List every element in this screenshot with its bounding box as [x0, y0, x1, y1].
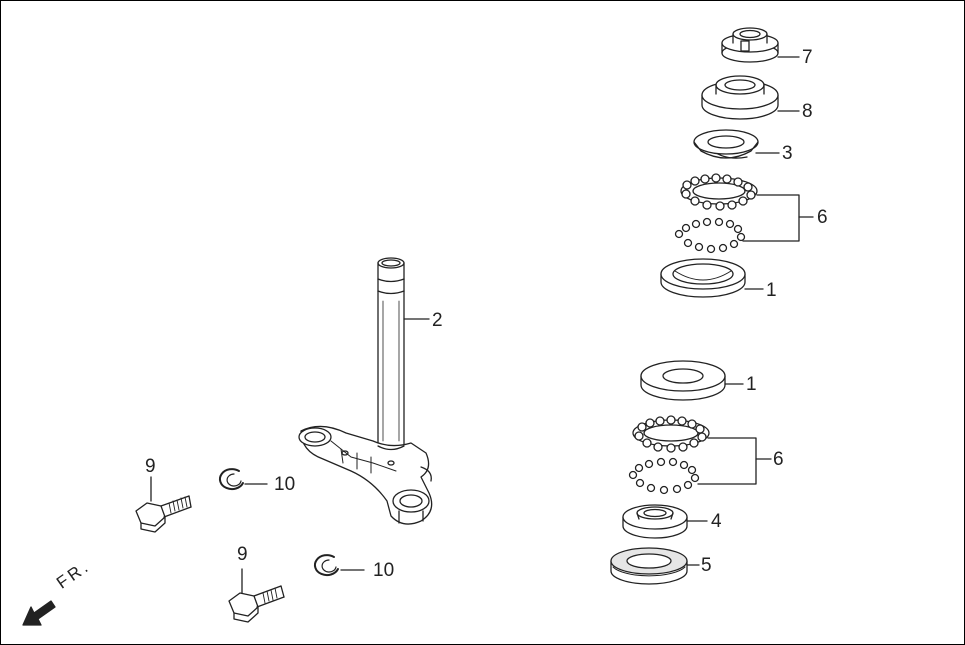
- part-7-lock-nut: [721, 27, 800, 63]
- callout-2: 2: [432, 310, 443, 331]
- callout-8: 8: [802, 101, 813, 122]
- callout-9-bottom: 9: [237, 544, 248, 565]
- callout-7: 7: [802, 47, 813, 68]
- part-9-bottom-bolt: [228, 568, 285, 623]
- part-6-top-bearing: [674, 173, 814, 254]
- callout-1-top: 1: [766, 280, 777, 301]
- callout-5: 5: [701, 555, 712, 576]
- part-5-dust-seal: [610, 547, 700, 585]
- part-6-bottom-bearing: [628, 415, 772, 495]
- callout-1-bottom: 1: [746, 374, 757, 395]
- callout-6-top: 6: [817, 207, 828, 228]
- part-10-left-washer: [218, 468, 268, 491]
- part-9-left-bolt: [135, 476, 192, 533]
- callout-10-bottom: 10: [373, 560, 395, 581]
- callout-9-left: 9: [145, 456, 156, 477]
- part-4-lower-cone: [622, 504, 708, 539]
- callout-4: 4: [711, 511, 722, 532]
- callout-6-bottom: 6: [773, 449, 784, 470]
- callout-3: 3: [782, 143, 793, 164]
- part-10-bottom-washer: [313, 554, 365, 577]
- callout-10-left: 10: [274, 474, 296, 495]
- part-2-steering-stem: [298, 257, 433, 525]
- part-8-adjusting-nut: [701, 75, 800, 120]
- part-3-dust-seal: [693, 129, 780, 159]
- part-1-bottom-race: [640, 360, 744, 401]
- part-1-top-race: [660, 258, 764, 298]
- front-arrow-icon: [22, 600, 56, 626]
